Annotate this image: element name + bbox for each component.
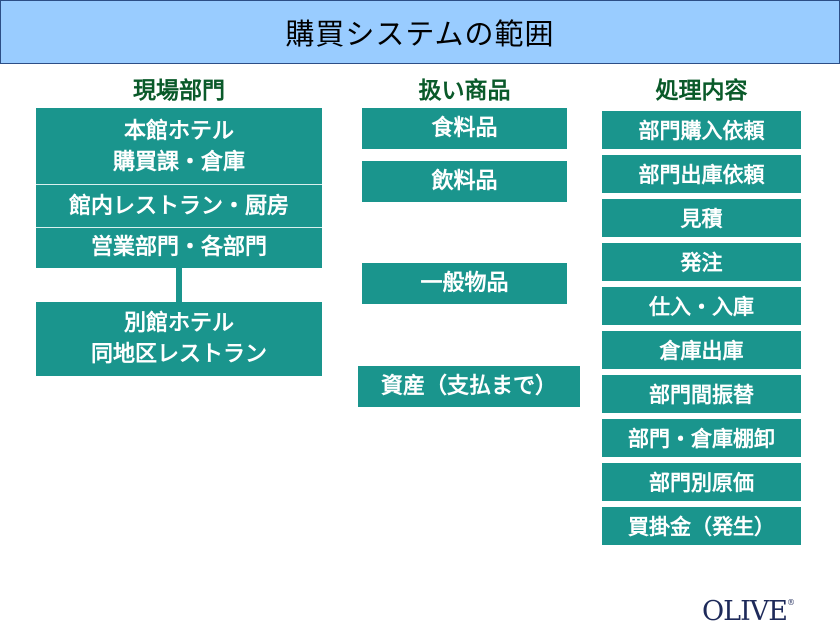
annex-line2: 同地区レストラン [90, 342, 267, 367]
goods-beverage: 飲料品 [362, 161, 567, 202]
annex-hotel-box: 別館ホテル 同地区レストラン [36, 302, 322, 376]
column-header-processing: 処理内容 [655, 78, 748, 104]
annex-line1: 別館ホテル [123, 311, 234, 336]
column-header-field-dept: 現場部門 [133, 78, 225, 104]
main-hotel-line1: 本館ホテル [123, 119, 234, 144]
sales-depts: 営業部門・各部門 [90, 234, 267, 260]
proc-item: 部門間振替 [602, 375, 801, 413]
divider [36, 227, 322, 228]
proc-item: 仕入・入庫 [602, 287, 801, 325]
divider [36, 184, 322, 185]
proc-item: 部門購入依頼 [602, 111, 801, 149]
page-title: 購買システムの範囲 [285, 17, 555, 51]
main-hotel-group-box: 本館ホテル 購買課・倉庫 館内レストラン・厨房 営業部門・各部門 [36, 108, 322, 268]
proc-item: 部門出庫依頼 [602, 155, 801, 193]
main-hotel-block: 本館ホテル 購買課・倉庫 [36, 112, 322, 182]
column-header-goods: 扱い商品 [418, 78, 511, 104]
goods-food: 食料品 [362, 108, 567, 149]
proc-item: 買掛金（発生） [602, 507, 801, 545]
goods-general: 一般物品 [362, 263, 567, 304]
proc-item: 倉庫出庫 [602, 331, 801, 369]
connector-line [176, 268, 182, 302]
logo-text: OLIVE [702, 596, 788, 627]
main-hotel-line2: 購買課・倉庫 [112, 150, 245, 175]
restaurant-kitchen: 館内レストラン・厨房 [68, 193, 289, 219]
title-bar: 購買システムの範囲 [0, 0, 840, 64]
goods-assets: 資産（支払まで） [358, 366, 580, 407]
proc-item: 発注 [602, 243, 801, 281]
proc-item: 部門別原価 [602, 463, 801, 501]
olive-logo: OLIVE® [702, 596, 795, 627]
registered-mark: ® [786, 598, 795, 607]
proc-item: 見積 [602, 199, 801, 237]
proc-item: 部門・倉庫棚卸 [602, 419, 801, 457]
